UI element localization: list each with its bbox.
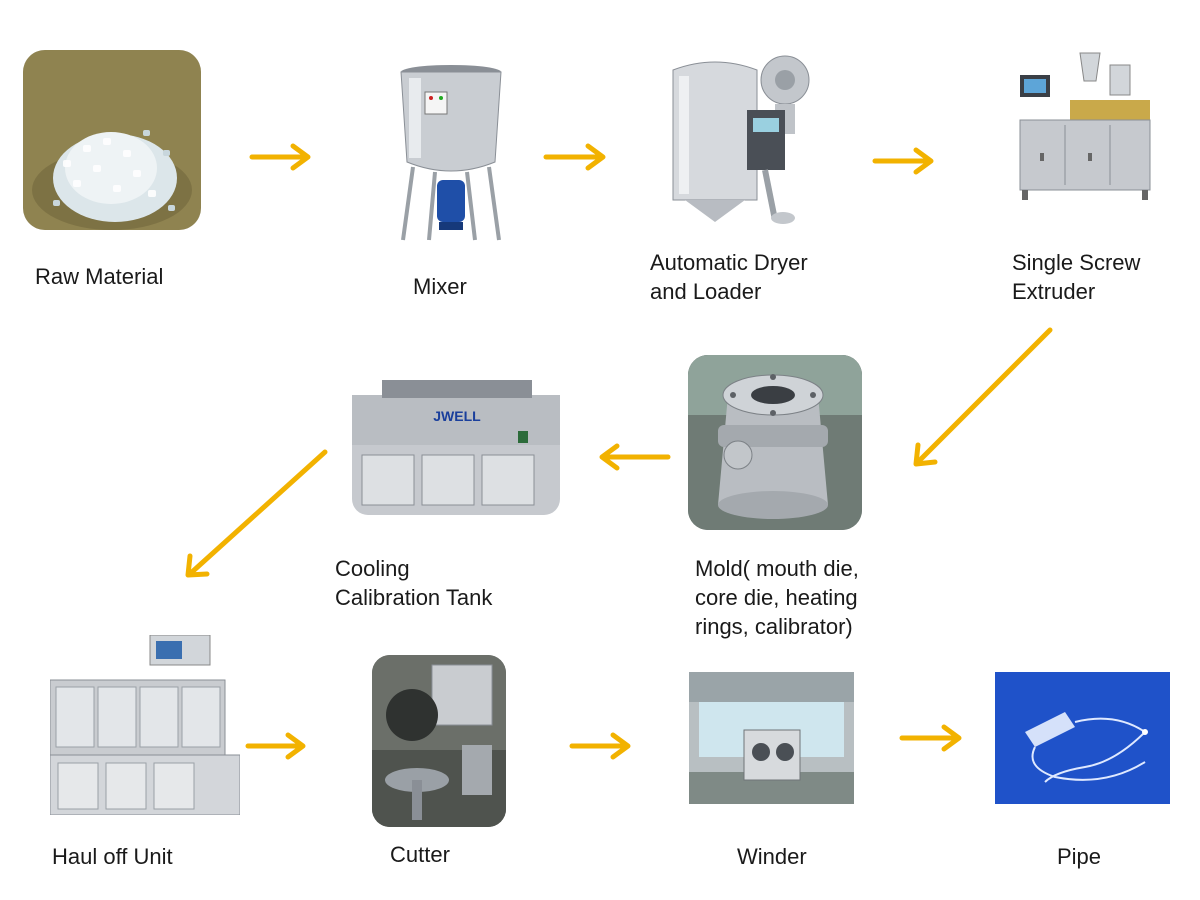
haul-off-image bbox=[50, 635, 240, 815]
mold-die-icon bbox=[688, 355, 862, 530]
dryer-loader-image bbox=[665, 50, 813, 230]
step-label-raw-material: Raw Material bbox=[35, 264, 164, 289]
step-label-cutter: Cutter bbox=[390, 842, 450, 867]
winder-image bbox=[689, 672, 854, 804]
extruder-icon bbox=[1019, 52, 1151, 200]
mold-image bbox=[688, 355, 862, 530]
extruder-image bbox=[1010, 45, 1160, 205]
dryer-loader-icon bbox=[672, 55, 810, 224]
medical-tube-icon bbox=[995, 672, 1170, 804]
step-label-cooling-tank: Cooling Calibration Tank bbox=[335, 556, 493, 610]
cutter-icon bbox=[372, 655, 506, 827]
step-label-mixer: Mixer bbox=[413, 274, 467, 299]
arrow-down-left-icon bbox=[917, 327, 1053, 463]
cooling-tank-image: JWELL bbox=[352, 355, 560, 515]
winder-icon bbox=[689, 672, 854, 804]
step-label-haul-off: Haul off Unit bbox=[52, 844, 173, 869]
mixer-icon bbox=[400, 65, 502, 241]
haul-off-icon bbox=[50, 635, 240, 815]
step-label-dryer-loader: Automatic Dryer and Loader bbox=[650, 250, 808, 304]
tank-brand-text: JWELL bbox=[433, 408, 481, 424]
step-label-winder: Winder bbox=[737, 844, 807, 869]
step-label-pipe: Pipe bbox=[1057, 844, 1102, 869]
step-label-mold: Mold( mouth die, core die, heating rings… bbox=[695, 556, 859, 639]
mixer-image bbox=[395, 62, 507, 247]
plastic-pellets-icon bbox=[23, 50, 201, 230]
step-label-extruder: Single Screw Extruder bbox=[1012, 250, 1141, 304]
raw-material-image bbox=[23, 50, 201, 230]
pipe-image bbox=[995, 672, 1170, 804]
cutter-image bbox=[372, 655, 506, 827]
cooling-tank-icon: JWELL bbox=[352, 380, 560, 515]
arrow-down-left-icon bbox=[189, 449, 328, 575]
